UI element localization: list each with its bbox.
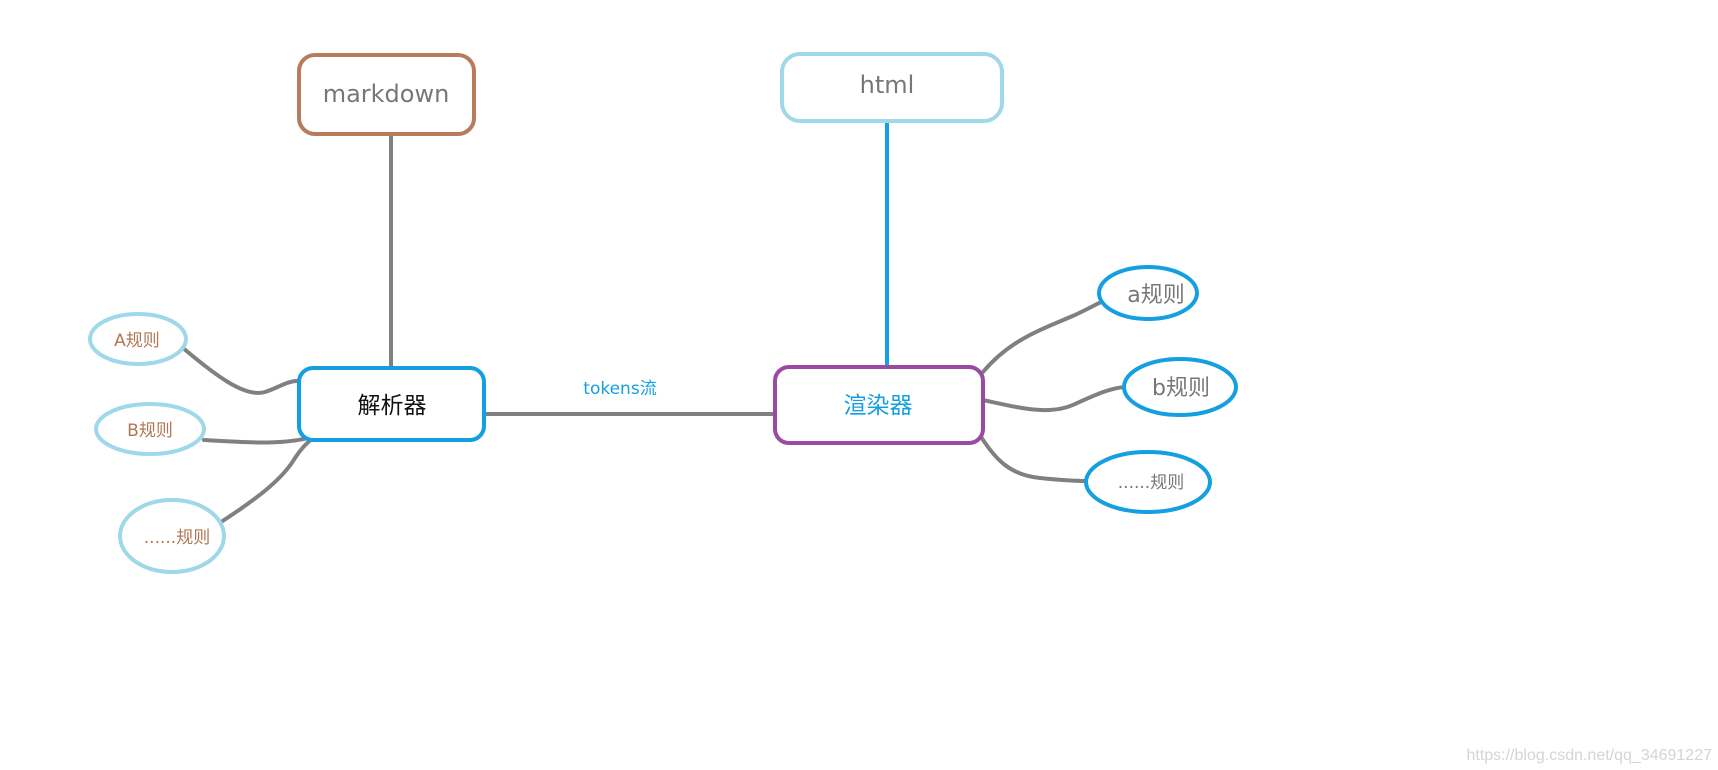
- node-rule-A: A规则: [88, 312, 188, 366]
- node-rule-etc-left: ......规则: [118, 498, 226, 574]
- node-rule-A-label: A规则: [114, 331, 160, 351]
- node-rule-a-label: a规则: [1127, 283, 1184, 308]
- node-parser-label: 解析器: [358, 393, 427, 419]
- edge-rule-A-parser: [181, 346, 302, 395]
- edge-renderer-rule-etc-right: [976, 430, 1090, 483]
- node-rule-b-label: b规则: [1152, 376, 1210, 401]
- watermark: https://blog.csdn.net/qq_34691227: [1466, 747, 1712, 764]
- node-renderer-label: 渲染器: [844, 393, 913, 419]
- node-markdown: markdown: [297, 53, 476, 136]
- connectors: [181, 120, 1127, 524]
- edge-tokens-label: tokens流: [583, 379, 656, 399]
- node-rule-b: b规则: [1122, 357, 1238, 417]
- node-rule-B: B规则: [94, 402, 206, 456]
- node-rule-etc-right: ......规则: [1084, 450, 1212, 514]
- edge-renderer-rule-b: [981, 385, 1127, 413]
- node-rule-etc-right-label: ......规则: [1118, 473, 1184, 493]
- node-markdown-label: markdown: [323, 80, 450, 108]
- node-html-label: html: [860, 71, 915, 99]
- node-rule-a: a规则: [1097, 265, 1199, 321]
- node-rule-etc-left-label: ......规则: [144, 528, 210, 548]
- node-parser: 解析器: [297, 366, 486, 442]
- node-rule-B-label: B规则: [127, 421, 173, 441]
- edge-renderer-rule-a: [981, 298, 1108, 374]
- node-html: html: [780, 52, 1004, 123]
- edge-rule-B-parser: [202, 434, 317, 445]
- edge-rule-etc-left-parser: [219, 434, 318, 524]
- node-renderer: 渲染器: [773, 365, 985, 445]
